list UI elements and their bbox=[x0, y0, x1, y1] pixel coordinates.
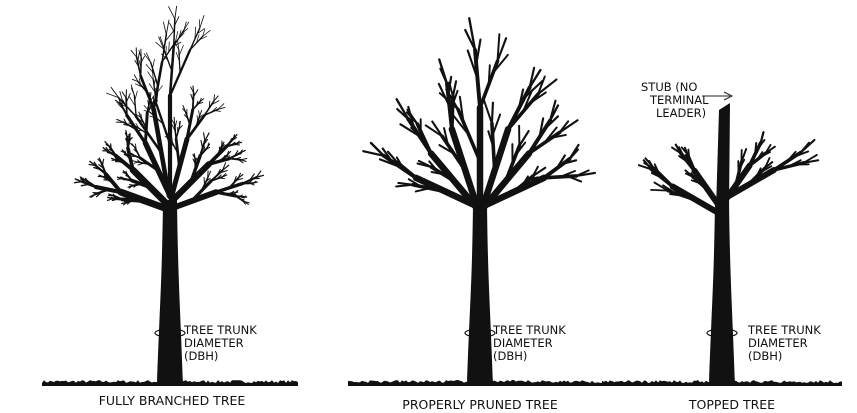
twig bbox=[801, 140, 815, 153]
caption-fully-branched-tree: FULLY BRANCHED TREE bbox=[99, 393, 246, 408]
twig bbox=[200, 110, 202, 116]
twig bbox=[197, 115, 198, 121]
tree-trunk bbox=[709, 200, 735, 384]
twig bbox=[122, 92, 126, 98]
twig bbox=[132, 161, 138, 162]
stub-label: STUB (NO TERMINAL LEADER) bbox=[641, 80, 709, 120]
dbh-label-line-1: TREE TRUNK bbox=[183, 323, 257, 337]
dbh-label-line-3: (DBH) bbox=[748, 349, 782, 363]
twig bbox=[215, 111, 221, 112]
dbh-label-line-2: DIAMETER bbox=[748, 336, 808, 350]
twig bbox=[81, 184, 89, 185]
caption-properly-pruned-tree: PROPERLY PRUNED TREE bbox=[402, 397, 558, 412]
twig bbox=[237, 154, 241, 155]
tree-trunk bbox=[157, 200, 183, 384]
dbh-label-line-1: TREE TRUNK bbox=[492, 323, 566, 337]
twig bbox=[148, 100, 149, 105]
twig bbox=[138, 163, 144, 165]
twig bbox=[685, 148, 688, 155]
stub-label-line-1: STUB (NO bbox=[641, 80, 697, 94]
twig bbox=[175, 6, 177, 19]
twig bbox=[135, 91, 138, 101]
twig bbox=[201, 140, 203, 148]
twig bbox=[492, 103, 493, 124]
dbh-label-line-2: DIAMETER bbox=[184, 336, 244, 350]
twig bbox=[169, 7, 175, 19]
dbh-label-line-3: (DBH) bbox=[184, 349, 218, 363]
stub-label-line-3: LEADER) bbox=[656, 106, 706, 120]
twig bbox=[153, 59, 155, 68]
panel-fully-branched-tree bbox=[42, 6, 298, 386]
dbh-label-line-3: (DBH) bbox=[493, 349, 527, 363]
twig bbox=[131, 85, 134, 96]
ground-line bbox=[348, 384, 612, 386]
twig bbox=[131, 50, 137, 57]
twig bbox=[688, 150, 689, 159]
twig bbox=[416, 188, 430, 191]
twig bbox=[122, 203, 126, 204]
twig bbox=[234, 144, 240, 145]
twig bbox=[179, 45, 183, 56]
ground-line bbox=[602, 384, 842, 386]
twig bbox=[102, 159, 103, 165]
twig bbox=[755, 143, 756, 154]
dbh-label-properly-pruned: TREE TRUNK DIAMETER (DBH) bbox=[492, 323, 566, 363]
twig bbox=[170, 23, 175, 32]
twig bbox=[154, 78, 156, 86]
twig bbox=[200, 16, 204, 29]
twig bbox=[209, 101, 210, 108]
tree-trunk bbox=[467, 205, 493, 384]
twig bbox=[166, 20, 169, 34]
ground-line bbox=[42, 384, 298, 386]
twig bbox=[241, 160, 246, 162]
twig bbox=[398, 183, 412, 185]
dbh-label-line-2: DIAMETER bbox=[493, 336, 553, 350]
twig bbox=[219, 178, 224, 179]
caption-topped-tree: TOPPED TREE bbox=[688, 397, 775, 412]
dbh-label-topped: TREE TRUNK DIAMETER (DBH) bbox=[747, 323, 821, 363]
twig bbox=[163, 22, 166, 34]
panel-properly-pruned-tree bbox=[348, 18, 612, 386]
twig bbox=[204, 133, 205, 141]
stub-label-line-2: TERMINAL bbox=[649, 93, 709, 107]
twig bbox=[576, 173, 595, 176]
dbh-label-fully-branched: TREE TRUNK DIAMETER (DBH) bbox=[183, 323, 257, 363]
twig bbox=[484, 99, 492, 123]
twig bbox=[128, 186, 132, 187]
twig bbox=[489, 65, 490, 84]
twig bbox=[136, 48, 137, 57]
twig bbox=[177, 127, 178, 132]
twig bbox=[439, 59, 447, 83]
dbh-label-line-1: TREE TRUNK bbox=[747, 323, 821, 337]
twig bbox=[193, 86, 194, 93]
